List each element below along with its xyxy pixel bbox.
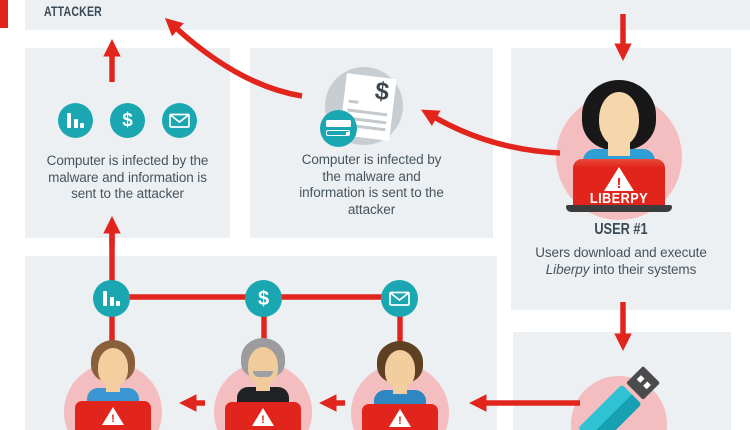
user1-title: USER #1 [594, 221, 648, 238]
user-c-face [385, 350, 415, 388]
user-b-laptop: ! [225, 402, 301, 430]
left-barchart-circle [58, 103, 93, 138]
middle-panel-text: Computer is infected by the malware and … [299, 152, 444, 217]
user-a-laptop: ! [75, 401, 151, 430]
network-envelope-circle [381, 280, 418, 317]
invoice-dollar-glyph: $ [373, 76, 391, 107]
bar-chart-icon [103, 291, 120, 306]
left-panel [25, 48, 230, 238]
user1-description: Users download and execute Liberpy into … [535, 245, 707, 277]
warning-triangle-icon: ! [389, 409, 411, 427]
envelope-icon [169, 113, 190, 128]
user1-face [599, 92, 639, 146]
left-panel-text: Computer is infected by the malware and … [46, 153, 209, 201]
attacker-bar [25, 0, 750, 30]
network-dollar-circle: $ [245, 280, 282, 317]
user1-laptop: ! LIBERPY [573, 159, 665, 208]
warning-triangle-icon: ! [252, 408, 274, 426]
left-dollar-circle: $ [110, 103, 145, 138]
left-envelope-circle [162, 103, 197, 138]
user-b-face [248, 347, 278, 385]
creditcard-circle [320, 110, 357, 147]
user-a-face [98, 348, 128, 386]
warning-triangle-icon: ! [604, 167, 634, 191]
dollar-icon: $ [122, 110, 133, 131]
user1-laptop-base [566, 205, 672, 212]
network-barchart-circle [93, 280, 130, 317]
liberpy-label: LIBERPY [589, 190, 649, 207]
attacker-laptop-fragment [0, 0, 8, 28]
attacker-label: ATTACKER [44, 3, 102, 19]
liberpy-italic: Liberpy [545, 261, 590, 277]
user-c-laptop: ! [362, 404, 438, 430]
credit-card-icon [326, 120, 351, 137]
envelope-icon [389, 291, 410, 306]
bar-chart-icon [67, 113, 84, 128]
warning-triangle-icon: ! [102, 407, 124, 425]
dollar-icon: $ [257, 288, 270, 310]
user-b-mustache [253, 371, 273, 377]
